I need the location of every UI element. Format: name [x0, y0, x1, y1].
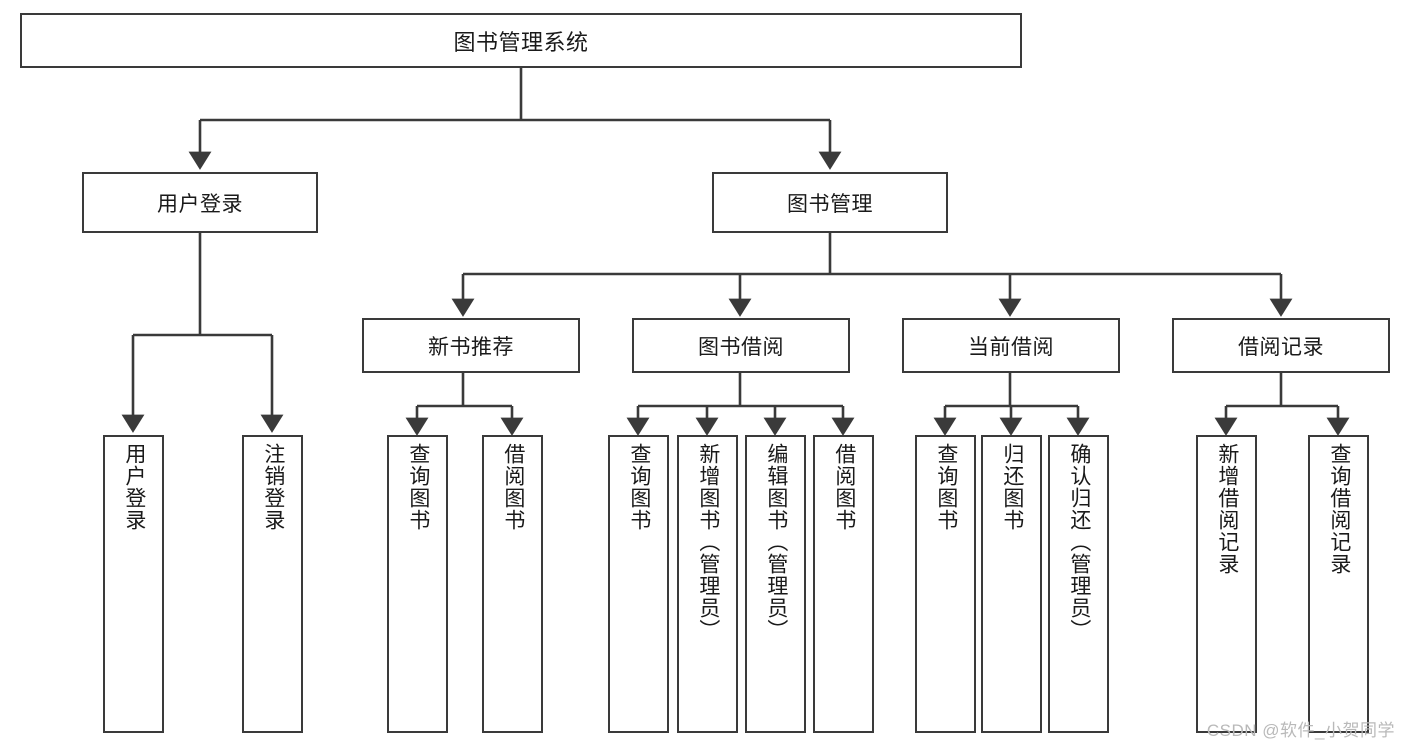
leaf-query-record[interactable]: 查询借阅记录: [1308, 435, 1369, 733]
leaf-borrow-book-2[interactable]: 借阅图书: [813, 435, 874, 733]
node-book-management-system[interactable]: 图书管理系统: [20, 13, 1022, 68]
node-label: 用户登录: [122, 443, 146, 531]
node-label: 新书推荐: [428, 335, 514, 359]
node-label: 用户登录: [157, 192, 243, 216]
node-user-login[interactable]: 用户登录: [82, 172, 318, 233]
leaf-query-book-1[interactable]: 查询图书: [387, 435, 448, 733]
leaf-query-book-3[interactable]: 查询图书: [915, 435, 976, 733]
node-label: 借阅记录: [1238, 335, 1324, 359]
leaf-edit-book[interactable]: 编辑图书（管理员）: [745, 435, 806, 733]
leaf-user-login[interactable]: 用户登录: [103, 435, 164, 733]
node-label: 图书借阅: [698, 335, 784, 359]
node-label: 确认归还（管理员）: [1067, 443, 1091, 641]
leaf-confirm-return[interactable]: 确认归还（管理员）: [1048, 435, 1109, 733]
leaf-add-record[interactable]: 新增借阅记录: [1196, 435, 1257, 733]
node-borrow-record[interactable]: 借阅记录: [1172, 318, 1390, 373]
node-book-management[interactable]: 图书管理: [712, 172, 948, 233]
node-label: 查询图书: [934, 443, 958, 531]
leaf-query-book-2[interactable]: 查询图书: [608, 435, 669, 733]
node-label: 图书管理: [787, 192, 873, 216]
node-current-borrow[interactable]: 当前借阅: [902, 318, 1120, 373]
node-label: 归还图书: [1000, 443, 1024, 531]
node-label: 注销登录: [261, 443, 285, 531]
watermark-text: CSDN @软件_小贺同学: [1206, 721, 1395, 740]
node-label: 编辑图书（管理员）: [764, 443, 788, 641]
node-label: 借阅图书: [832, 443, 856, 531]
node-label: 查询借阅记录: [1327, 443, 1351, 575]
leaf-borrow-book-1[interactable]: 借阅图书: [482, 435, 543, 733]
node-label: 图书管理系统: [453, 29, 589, 55]
node-label: 新增图书（管理员）: [696, 443, 720, 641]
leaf-return-book[interactable]: 归还图书: [981, 435, 1042, 733]
node-label: 查询图书: [406, 443, 430, 531]
node-new-book-recommend[interactable]: 新书推荐: [362, 318, 580, 373]
node-label: 借阅图书: [501, 443, 525, 531]
node-label: 查询图书: [627, 443, 651, 531]
node-book-borrow[interactable]: 图书借阅: [632, 318, 850, 373]
leaf-logout-login[interactable]: 注销登录: [242, 435, 303, 733]
node-label: 新增借阅记录: [1215, 443, 1239, 575]
leaf-add-book[interactable]: 新增图书（管理员）: [677, 435, 738, 733]
node-label: 当前借阅: [968, 335, 1054, 359]
